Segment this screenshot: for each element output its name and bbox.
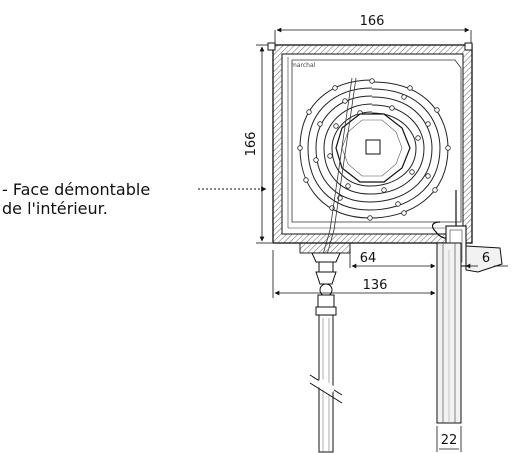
shutter-curtain xyxy=(436,242,462,424)
brand-label: marchal xyxy=(291,62,316,69)
dim-22-label: 22 xyxy=(441,433,458,448)
dim-height-label: 166 xyxy=(244,132,259,157)
dim-136-label: 136 xyxy=(363,278,388,293)
note-line-1: - Face démontable xyxy=(2,180,150,199)
crank-assembly xyxy=(299,242,351,453)
dim-6-label: 6 xyxy=(482,251,490,266)
dimension-136: 136 xyxy=(272,250,436,298)
annotation-removable-face: - Face démontable de l'intérieur. xyxy=(2,180,267,218)
dimension-left-height: 166 xyxy=(244,44,272,244)
dim-width-label: 166 xyxy=(360,14,385,29)
octagonal-axle xyxy=(335,113,411,183)
dimension-6: 6 xyxy=(465,251,508,269)
dimension-64: 64 xyxy=(349,247,436,269)
dimension-22: 22 xyxy=(436,426,462,452)
note-line-2: de l'intérieur. xyxy=(2,199,108,218)
dim-64-label: 64 xyxy=(360,251,377,266)
dimension-top-width: 166 xyxy=(274,14,472,46)
